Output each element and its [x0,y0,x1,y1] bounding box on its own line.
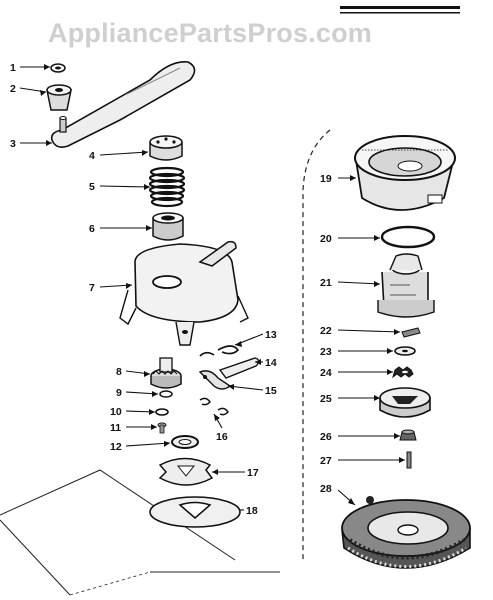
callout-19: 19 [320,173,332,185]
part-clips [199,397,229,416]
part-small-gear [392,366,414,379]
callout-9: 9 [116,387,122,399]
callout-21: 21 [320,277,332,289]
part-spring [148,166,186,208]
part-nut [50,63,66,73]
part-cap [149,135,183,161]
callout-20: 20 [320,233,332,245]
callout-1: 1 [10,62,16,74]
part-impeller [379,387,431,418]
callout-6: 6 [89,223,95,235]
callout-4: 4 [89,150,95,162]
part-screw [157,422,167,434]
callout-11: 11 [110,422,121,434]
callout-3: 3 [10,138,16,150]
callout-14: 14 [265,357,277,369]
header-rule [340,6,460,14]
callout-labels: 1 2 3 4 5 6 7 8 9 10 11 12 13 14 15 16 1… [10,62,332,517]
part-housing [119,240,249,346]
part-knob [46,84,72,111]
callout-12: 12 [110,441,122,453]
part-cam-plate [158,457,214,486]
part-ring [171,435,199,449]
callout-8: 8 [116,366,122,378]
callout-23: 23 [320,346,332,358]
callout-15: 15 [265,385,277,397]
part-thrust-washer [394,346,416,356]
callout-5: 5 [89,181,95,193]
part-key [401,327,421,338]
callout-18: 18 [246,505,258,517]
callout-10: 10 [110,406,122,418]
callout-16: 16 [216,431,228,443]
callout-24: 24 [320,367,332,379]
callout-7: 7 [89,282,95,294]
part-handle-lever [50,61,196,148]
part-gear [150,357,182,389]
callout-17: 17 [247,467,259,479]
part-pump [377,253,435,318]
base-outline [0,469,280,596]
part-base-plate [149,496,241,528]
callout-26: 26 [320,431,332,443]
part-washer [155,408,169,416]
watermark-text: AppliancePartsPros.com [48,18,373,48]
part-lever [218,357,260,379]
part-o-ring [380,225,436,249]
part-spring-clip [199,345,240,357]
part-grinder-hub [341,496,471,569]
leader-lines [19,66,405,511]
part-bushing [152,212,184,241]
part-ring-gear [354,135,456,211]
callout-22: 22 [320,325,332,337]
part-washer-small [159,390,173,398]
part-pin [406,451,412,469]
callout-28: 28 [320,483,332,495]
callout-2: 2 [10,83,16,95]
callout-25: 25 [320,393,332,405]
leader-arrowheads [40,64,405,505]
part-bolt-head [399,429,417,441]
dashed-boundary [302,129,331,560]
callout-27: 27 [320,455,332,467]
callout-13: 13 [265,329,277,341]
